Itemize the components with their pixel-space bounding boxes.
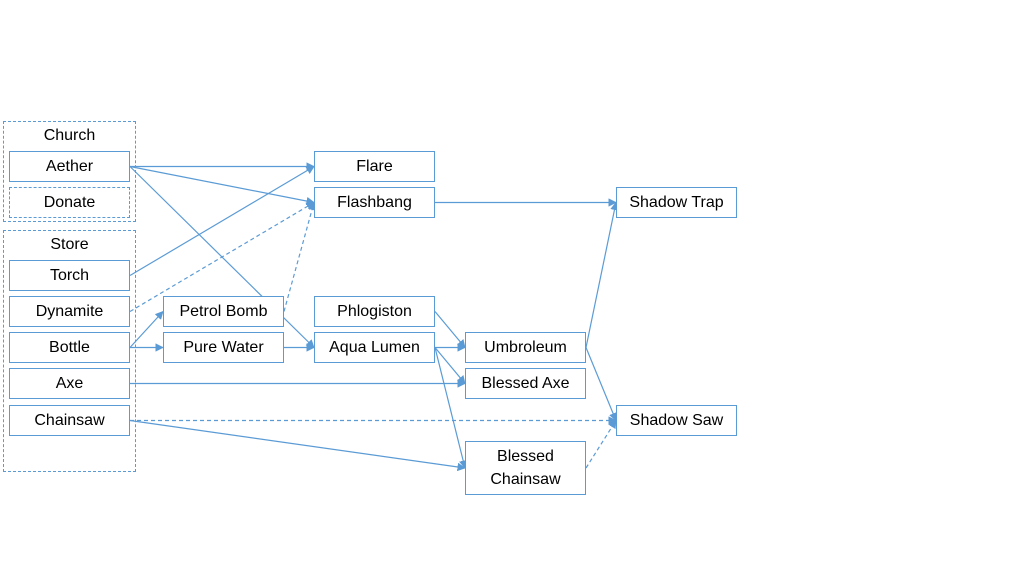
church-group-label: Church — [43, 127, 96, 144]
node-aether: Aether — [9, 151, 130, 182]
node-aqua-lumen: Aqua Lumen — [314, 332, 435, 363]
edge-umbroleum-to-shadow_saw — [585, 347, 618, 422]
edge-aqua_lumen-to-blessed_axe — [434, 347, 466, 385]
node-petrol-bomb: Petrol Bomb — [163, 296, 284, 327]
node-blessed-axe: Blessed Axe — [465, 368, 586, 399]
store-group: Store — [3, 230, 136, 472]
node-donate: Donate — [9, 187, 130, 218]
node-flashbang: Flashbang — [314, 187, 435, 218]
edge-torch-to-flare — [129, 165, 315, 277]
node-umbroleum: Umbroleum — [465, 332, 586, 363]
edge-aether-to-flashbang — [129, 165, 315, 206]
edge-dynamite-to-flashbang — [129, 201, 315, 313]
edge-chainsaw-to-blessed_chainsaw — [129, 419, 466, 472]
store-group-label: Store — [50, 236, 89, 253]
node-torch: Torch — [9, 260, 130, 291]
edge-aqua_lumen-to-blessed_chainsaw — [434, 347, 468, 469]
node-shadow-saw: Shadow Saw — [616, 405, 737, 436]
node-bottle: Bottle — [9, 332, 130, 363]
node-dynamite: Dynamite — [9, 296, 130, 327]
node-blessed-chainsaw: Blessed Chainsaw — [465, 441, 586, 495]
node-flare: Flare — [314, 151, 435, 182]
edge-blessed_chainsaw-to-shadow_saw — [585, 419, 617, 469]
node-pure-water: Pure Water — [163, 332, 284, 363]
edge-petrol_bomb-to-flashbang — [283, 201, 317, 312]
node-phlogiston: Phlogiston — [314, 296, 435, 327]
edge-umbroleum-to-shadow_trap — [585, 201, 619, 348]
node-chainsaw: Chainsaw — [9, 405, 130, 436]
edge-phlogiston-to-umbroleum — [434, 311, 466, 349]
church-group: Church — [3, 121, 136, 222]
node-axe: Axe — [9, 368, 130, 399]
node-shadow-trap: Shadow Trap — [616, 187, 737, 218]
